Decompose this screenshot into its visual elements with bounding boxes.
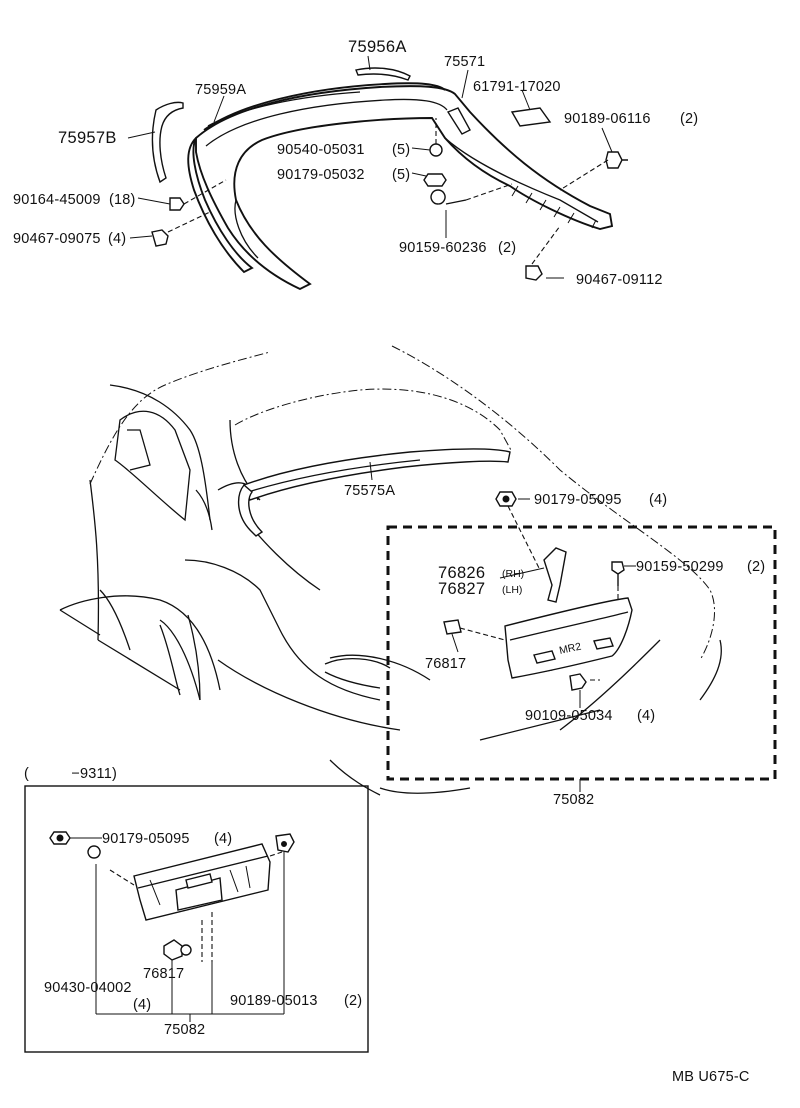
spoiler-hatch [511, 185, 597, 229]
spoiler-side-75957B [151, 101, 184, 184]
svg-text:(4): (4) [133, 997, 151, 1013]
label-90179-05095: 90179-05095 (4) [534, 492, 667, 508]
svg-text:(2): (2) [680, 111, 698, 127]
svg-text:90430-04002: 90430-04002 [44, 980, 132, 996]
nut-90179-05032 [423, 173, 447, 187]
svg-text:(LH): (LH) [502, 584, 522, 596]
label-90189-06116: 90189-06116 (2) [564, 111, 698, 127]
svg-text:(4): (4) [649, 492, 667, 508]
spoiler-main-shape [195, 85, 614, 291]
car-body [59, 345, 722, 796]
clip-90467-09075 [151, 229, 169, 247]
label-61791-17020: 61791-17020 [473, 79, 561, 95]
svg-text:(5): (5) [392, 167, 410, 183]
label-90109-05034: 90109-05034 (4) [525, 708, 655, 724]
inset-label-75082: 75082 [164, 1022, 205, 1038]
clip-90467-09112 [525, 265, 543, 281]
svg-text:90540-05031: 90540-05031 [277, 142, 365, 158]
clip-76817 [443, 619, 462, 635]
nut-90540-05031 [429, 143, 443, 157]
svg-text:(2): (2) [747, 559, 765, 575]
svg-text:90159-50299: 90159-50299 [636, 559, 724, 575]
inset-label-90179-05095: 90179-05095 (4) [102, 831, 232, 847]
inset-clip-76817 [163, 939, 183, 961]
svg-text:(4): (4) [214, 831, 232, 847]
label-90159-50299: 90159-50299 (2) [636, 559, 765, 575]
svg-text:90159-60236: 90159-60236 [399, 240, 487, 256]
svg-text:(2): (2) [344, 993, 362, 1009]
label-75957B: 75957B [58, 129, 117, 147]
label-90164-45009: 90164-45009 (18) [13, 192, 136, 208]
inset-label-76817: 76817 [143, 966, 184, 982]
inset-period-label: ( −9311) [24, 766, 117, 782]
bracket-76826-76827 [543, 547, 567, 603]
garnish-badge-text: MR2 [558, 641, 582, 657]
svg-text:(2): (2) [498, 240, 516, 256]
spoiler-main-left-piece [187, 137, 254, 274]
inset-nut-90430-04002 [87, 845, 101, 859]
rear-spoiler-group [127, 55, 628, 291]
spoiler-main-side-inner [234, 199, 259, 259]
screw-90159-50299 [611, 561, 625, 586]
spoiler-molding-75571 [203, 82, 446, 131]
label-90179-05032: 90179-05032 (5) [277, 167, 410, 183]
svg-text:76827: 76827 [438, 580, 485, 598]
label-75959A: 75959A [195, 82, 246, 98]
garnish-75082 [504, 597, 633, 679]
clip-90109-05034 [569, 673, 587, 691]
label-76826: 76826 (RH) [438, 564, 524, 582]
inset-label-90430-04002: 90430-04002 (4) [44, 980, 151, 1013]
pad-61791-17020 [510, 107, 552, 127]
label-90540-05031: 90540-05031 (5) [277, 142, 410, 158]
spoiler-assy-75575A [237, 448, 511, 537]
label-75956A: 75956A [348, 38, 407, 56]
spoiler-main-lower-edge [444, 137, 599, 223]
inset-label-90189-05013: 90189-05013 (2) [230, 993, 362, 1009]
label-90467-09112: 90467-09112 [576, 272, 663, 288]
svg-text:90189-05013: 90189-05013 [230, 993, 318, 1009]
inset-frame [24, 785, 369, 1053]
spoiler-main-inner-edge [205, 98, 448, 147]
svg-text:(5): (5) [392, 142, 410, 158]
svg-text:(4): (4) [637, 708, 655, 724]
svg-text:76826: 76826 [438, 564, 485, 582]
svg-text:90467-09075: 90467-09075 [13, 231, 101, 247]
inset-assembly [49, 831, 295, 1022]
svg-text:90179-05095: 90179-05095 [534, 492, 622, 508]
svg-text:(4): (4) [108, 231, 126, 247]
svg-text:90189-06116: 90189-06116 [564, 111, 651, 127]
diagram-id: MB U675-C [672, 1069, 750, 1085]
garnish-box [386, 525, 777, 781]
clip-90189-06116 [605, 151, 628, 169]
label-75082: 75082 [553, 792, 594, 808]
svg-text:(RH): (RH) [502, 568, 524, 580]
spoiler-clip-bracket [446, 107, 471, 135]
label-76817: 76817 [425, 656, 466, 672]
garnish-assembly: MR2 [443, 491, 636, 792]
screw-90159-60236 [430, 189, 467, 205]
label-90467-09075: 90467-09075 (4) [13, 231, 126, 247]
label-76827: 76827 (LH) [438, 580, 522, 598]
label-75575A: 75575A [344, 483, 395, 499]
svg-text:90164-45009: 90164-45009 [13, 192, 101, 208]
label-90159-60236: 90159-60236 (2) [399, 240, 516, 256]
spoiler-molding-75571-b [207, 91, 361, 127]
svg-text:90179-05032: 90179-05032 [277, 167, 365, 183]
svg-text:90109-05034: 90109-05034 [525, 708, 613, 724]
clip-90164-45009 [169, 197, 185, 211]
label-75571: 75571 [444, 54, 485, 70]
spoiler-center-75956A [355, 67, 411, 81]
svg-text:(18): (18) [109, 192, 136, 208]
svg-text:90179-05095: 90179-05095 [102, 831, 190, 847]
